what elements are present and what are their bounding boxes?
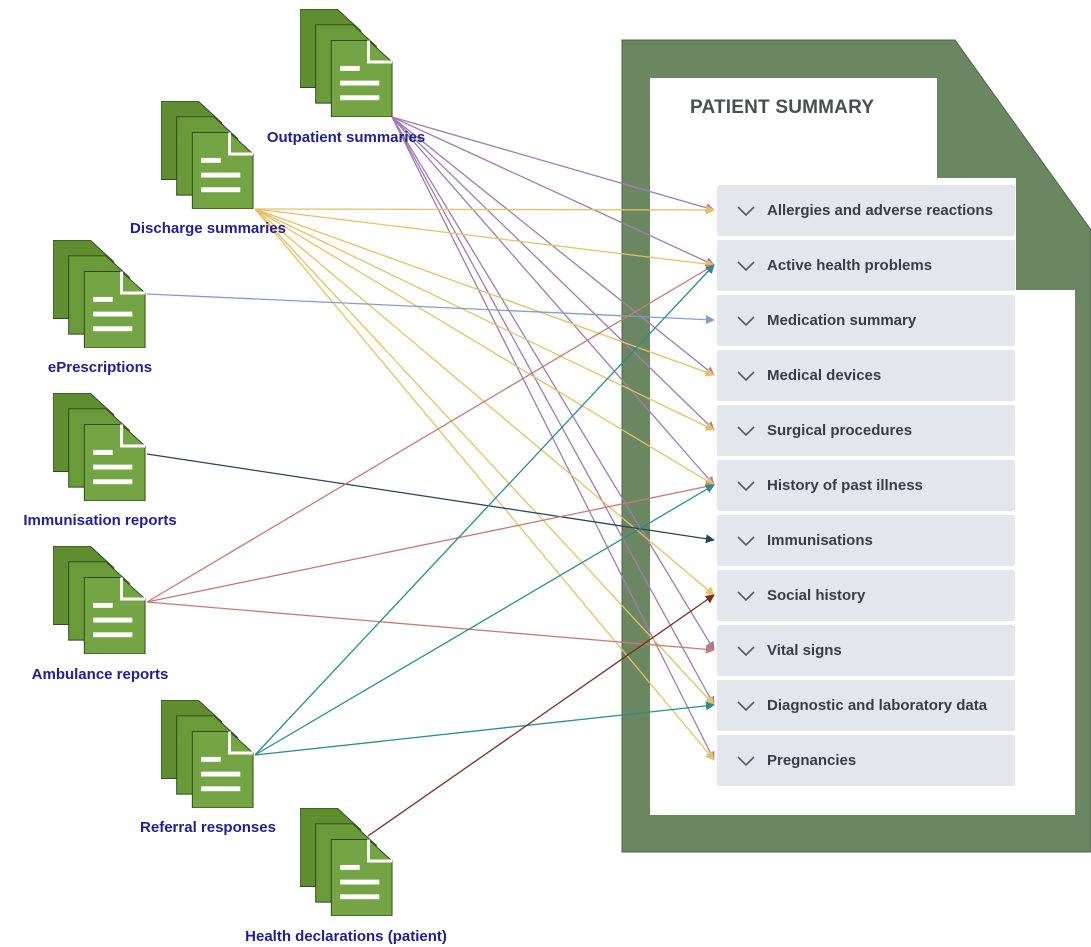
arrow-discharge-to-allergies bbox=[254, 205, 715, 215]
patient-summary-title: PATIENT SUMMARY bbox=[690, 97, 875, 118]
section-label: Immunisations bbox=[767, 532, 873, 549]
arrow-outpatient-to-surgical bbox=[391, 116, 715, 431]
arrow-outpatient-to-diagnostic bbox=[391, 116, 715, 706]
source-label-outpatient: Outpatient summaries bbox=[266, 129, 426, 146]
arrow-referral-to-active-problems bbox=[254, 264, 715, 756]
arrow-referral-to-diagnostic bbox=[254, 701, 715, 756]
chevron-down-icon bbox=[737, 260, 755, 271]
section-devices[interactable]: Medical devices bbox=[717, 350, 1015, 401]
source-label-health-declarations: Health declarations (patient) bbox=[245, 928, 447, 945]
arrow-ambulance-to-active-problems bbox=[146, 264, 715, 603]
connection-arrows bbox=[146, 116, 715, 837]
ambulance-document-icon bbox=[53, 546, 147, 654]
chevron-down-icon bbox=[737, 590, 755, 601]
section-label: Medication summary bbox=[767, 312, 917, 329]
section-pregnancies[interactable]: Pregnancies bbox=[717, 735, 1015, 786]
section-label: Active health problems bbox=[767, 257, 933, 274]
section-allergies[interactable]: Allergies and adverse reactions bbox=[717, 185, 1015, 236]
section-label: Diagnostic and laboratory data bbox=[767, 697, 988, 714]
arrow-discharge-to-pregnancies bbox=[254, 208, 715, 761]
section-social[interactable]: Social history bbox=[717, 570, 1015, 621]
section-surgical[interactable]: Surgical procedures bbox=[717, 405, 1015, 456]
section-past-illness[interactable]: History of past illness bbox=[717, 460, 1015, 511]
arrow-ambulance-to-past-illness bbox=[146, 482, 715, 603]
chevron-down-icon bbox=[737, 535, 755, 546]
section-medication[interactable]: Medication summary bbox=[717, 295, 1015, 346]
section-label: Social history bbox=[767, 587, 866, 604]
arrow-outpatient-to-past-illness bbox=[391, 116, 715, 486]
section-immunisations[interactable]: Immunisations bbox=[717, 515, 1015, 566]
source-label-discharge: Discharge summaries bbox=[130, 220, 286, 237]
chevron-down-icon bbox=[737, 755, 755, 766]
source-label-immunisation: Immunisation reports bbox=[23, 512, 177, 529]
health-declarations-document-icon bbox=[300, 808, 394, 916]
arrow-health-declarations-to-social bbox=[367, 594, 715, 837]
arrow-immunisation-to-immunisations bbox=[146, 453, 715, 544]
section-vitals[interactable]: Vital signs bbox=[717, 625, 1015, 676]
section-label: Medical devices bbox=[767, 367, 882, 384]
arrow-outpatient-to-vitals bbox=[391, 116, 715, 651]
chevron-down-icon bbox=[737, 645, 755, 656]
chevron-down-icon bbox=[737, 480, 755, 491]
arrow-eprescriptions-to-medication bbox=[146, 293, 715, 325]
outpatient-document-icon bbox=[300, 9, 394, 117]
source-label-eprescriptions: ePrescriptions bbox=[47, 359, 153, 376]
immunisation-document-icon bbox=[53, 393, 147, 501]
section-label: Vital signs bbox=[767, 642, 842, 659]
arrow-outpatient-to-allergies bbox=[391, 116, 715, 213]
referral-document-icon bbox=[161, 700, 255, 808]
arrow-referral-to-past-illness bbox=[254, 484, 715, 756]
arrow-ambulance-to-vitals bbox=[146, 601, 715, 654]
section-label: Allergies and adverse reactions bbox=[767, 202, 993, 219]
chevron-down-icon bbox=[737, 700, 755, 711]
chevron-down-icon bbox=[737, 205, 755, 216]
chevron-down-icon bbox=[737, 315, 755, 326]
chevron-down-icon bbox=[737, 370, 755, 381]
arrow-discharge-to-past-illness bbox=[254, 208, 715, 486]
section-label: Pregnancies bbox=[767, 752, 857, 769]
source-label-referral: Referral responses bbox=[140, 819, 276, 836]
arrow-outpatient-to-active-problems bbox=[391, 116, 715, 266]
source-label-ambulance: Ambulance reports bbox=[31, 666, 169, 683]
section-active-problems[interactable]: Active health problems bbox=[717, 240, 1015, 291]
discharge-document-icon bbox=[161, 101, 255, 209]
arrow-discharge-to-surgical bbox=[254, 208, 715, 431]
arrow-discharge-to-active-problems bbox=[254, 208, 715, 269]
section-label: Surgical procedures bbox=[767, 422, 913, 439]
section-diagnostic[interactable]: Diagnostic and laboratory data bbox=[717, 680, 1015, 731]
eprescriptions-document-icon bbox=[53, 240, 147, 348]
chevron-down-icon bbox=[737, 425, 755, 436]
arrow-outpatient-to-pregnancies bbox=[391, 116, 715, 761]
arrow-discharge-to-diagnostic bbox=[254, 208, 715, 706]
section-label: History of past illness bbox=[767, 477, 923, 494]
